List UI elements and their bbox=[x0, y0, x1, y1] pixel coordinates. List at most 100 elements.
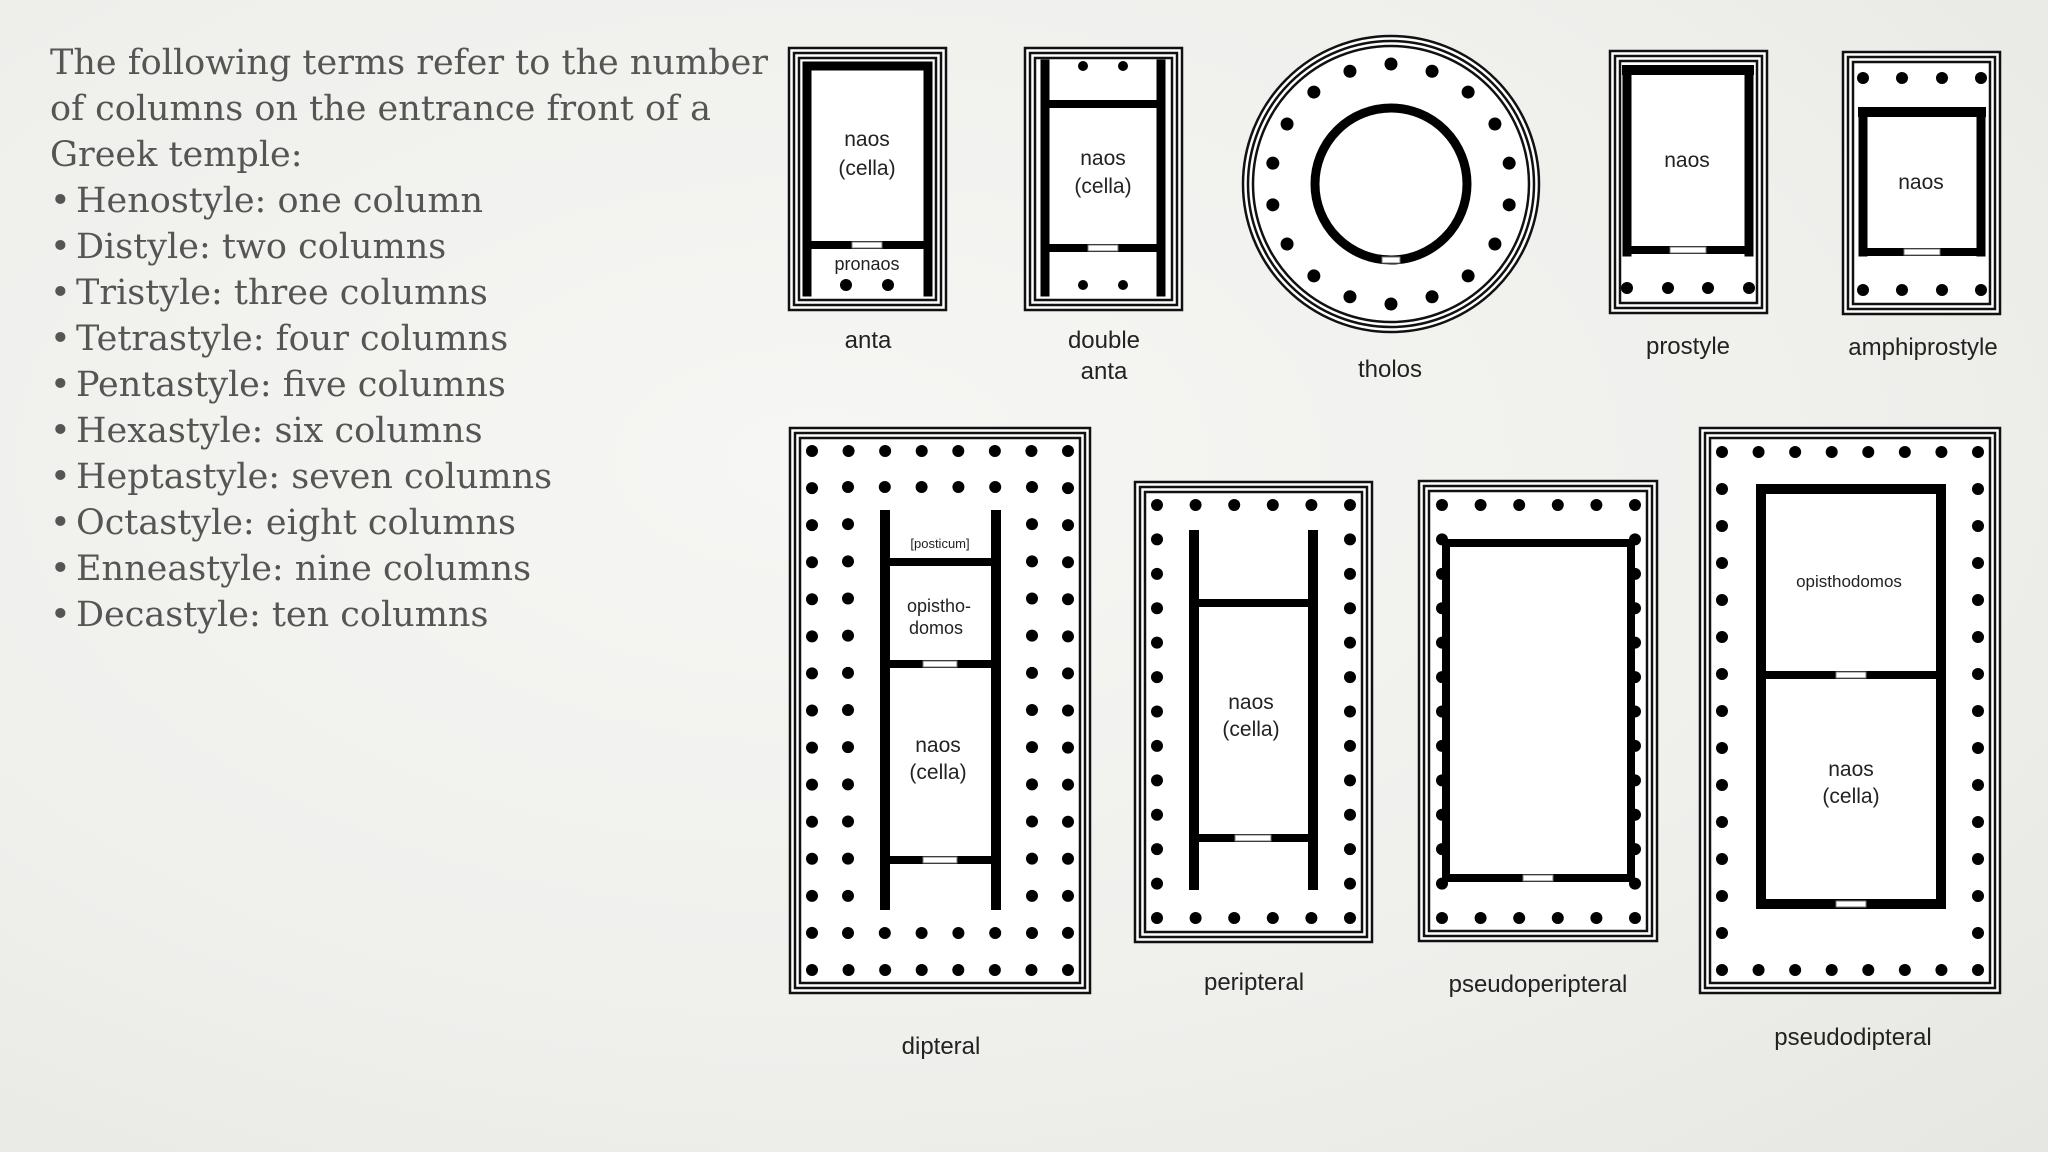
column bbox=[989, 927, 1002, 939]
column bbox=[806, 889, 818, 902]
column bbox=[1307, 85, 1321, 99]
column bbox=[842, 445, 855, 457]
column bbox=[1062, 593, 1074, 606]
column bbox=[1621, 282, 1633, 294]
stylobate-outer-line bbox=[1133, 480, 1374, 944]
column bbox=[1305, 499, 1318, 511]
column bbox=[1344, 533, 1356, 546]
pseudoperipteral-caption: pseudoperipteral bbox=[1449, 971, 1628, 998]
column bbox=[1151, 774, 1163, 787]
column bbox=[1025, 964, 1038, 976]
column bbox=[1590, 912, 1603, 924]
column bbox=[988, 445, 1001, 457]
stylobate-outer-line bbox=[787, 46, 948, 312]
anta-caption: anta bbox=[845, 327, 892, 354]
column bbox=[1344, 843, 1356, 856]
doorway bbox=[1234, 834, 1272, 842]
column bbox=[915, 964, 928, 976]
column bbox=[952, 445, 965, 457]
dipteral-naos-label: naos bbox=[915, 734, 961, 757]
column bbox=[1502, 156, 1516, 170]
column bbox=[1972, 520, 1984, 532]
column bbox=[840, 279, 852, 291]
column bbox=[1972, 668, 1984, 680]
column bbox=[1972, 631, 1984, 643]
column bbox=[1062, 778, 1074, 791]
doorway bbox=[851, 241, 883, 249]
plan-double-anta: naos (cella) double anta bbox=[1023, 46, 1184, 385]
column bbox=[1118, 61, 1128, 71]
stylobate-middle-line bbox=[1846, 55, 1997, 311]
column bbox=[1936, 284, 1948, 296]
plan-pseudoperipteral: pseudoperipteral bbox=[1417, 479, 1659, 998]
column bbox=[1898, 446, 1911, 458]
column bbox=[806, 667, 818, 680]
doorway bbox=[1903, 248, 1941, 256]
column bbox=[1026, 852, 1038, 865]
column bbox=[1502, 198, 1516, 212]
column bbox=[806, 741, 818, 754]
amphiprostyle-naos-label: naos bbox=[1898, 171, 1944, 194]
column bbox=[806, 482, 818, 495]
column bbox=[1151, 808, 1163, 821]
column bbox=[842, 481, 854, 493]
column bbox=[1026, 815, 1038, 828]
column bbox=[806, 519, 818, 532]
column bbox=[1972, 742, 1984, 754]
column bbox=[952, 964, 965, 976]
column bbox=[1825, 964, 1838, 976]
column bbox=[1488, 117, 1502, 131]
column bbox=[1344, 808, 1356, 821]
doorway bbox=[1087, 244, 1119, 252]
column bbox=[1026, 629, 1038, 642]
column bbox=[1280, 237, 1294, 251]
column bbox=[1972, 816, 1984, 828]
column bbox=[1436, 912, 1448, 924]
column bbox=[1789, 964, 1802, 976]
list-item: •Tetrastyle: four columns bbox=[50, 319, 509, 359]
column bbox=[806, 778, 818, 791]
column bbox=[1716, 668, 1728, 680]
stylobate-inner-line bbox=[797, 56, 938, 302]
column bbox=[1280, 117, 1294, 131]
column bbox=[842, 964, 855, 976]
column bbox=[1344, 499, 1356, 511]
column bbox=[842, 815, 854, 828]
column bbox=[1062, 445, 1074, 457]
list-item: •Tristyle: three columns bbox=[50, 273, 488, 313]
column bbox=[1862, 964, 1875, 976]
column bbox=[1026, 518, 1038, 531]
column bbox=[842, 555, 854, 568]
column bbox=[1026, 927, 1038, 939]
prostyle-caption: prostyle bbox=[1646, 333, 1730, 360]
dipteral-opisthodomos-label-2: domos bbox=[909, 618, 963, 638]
column bbox=[1062, 852, 1074, 865]
plan-tholos: tholos bbox=[1241, 34, 1541, 383]
column bbox=[1551, 912, 1564, 924]
column bbox=[842, 704, 854, 716]
anta-cella-label: (cella) bbox=[838, 157, 895, 180]
column bbox=[1266, 499, 1279, 511]
list-item: •Distyle: two columns bbox=[50, 227, 447, 267]
column bbox=[1343, 64, 1357, 78]
term-tetrastyle: Tetrastyle: four columns bbox=[76, 319, 509, 359]
stylobate-inner-line bbox=[1618, 59, 1759, 305]
column bbox=[1716, 816, 1728, 828]
plan-dipteral: [posticum] opistho- domos naos (cella) d… bbox=[788, 426, 1092, 1060]
column bbox=[1461, 269, 1475, 283]
stylobate-middle-line bbox=[1422, 484, 1654, 938]
anta-naos-label: naos bbox=[844, 128, 890, 151]
column bbox=[1305, 912, 1318, 924]
amphiprostyle-caption: amphiprostyle bbox=[1848, 334, 1997, 361]
column bbox=[1026, 481, 1038, 493]
stylobate-outer-line bbox=[1608, 49, 1769, 315]
pseudodipteral-cella-label: (cella) bbox=[1822, 785, 1879, 808]
intro-text-block: The following terms refer to the number … bbox=[50, 40, 770, 638]
column bbox=[842, 592, 854, 605]
column bbox=[988, 964, 1001, 976]
column bbox=[806, 704, 818, 717]
column bbox=[1425, 290, 1439, 304]
term-octastyle: Octastyle: eight columns bbox=[76, 503, 516, 543]
column bbox=[806, 926, 818, 939]
column bbox=[989, 481, 1002, 493]
